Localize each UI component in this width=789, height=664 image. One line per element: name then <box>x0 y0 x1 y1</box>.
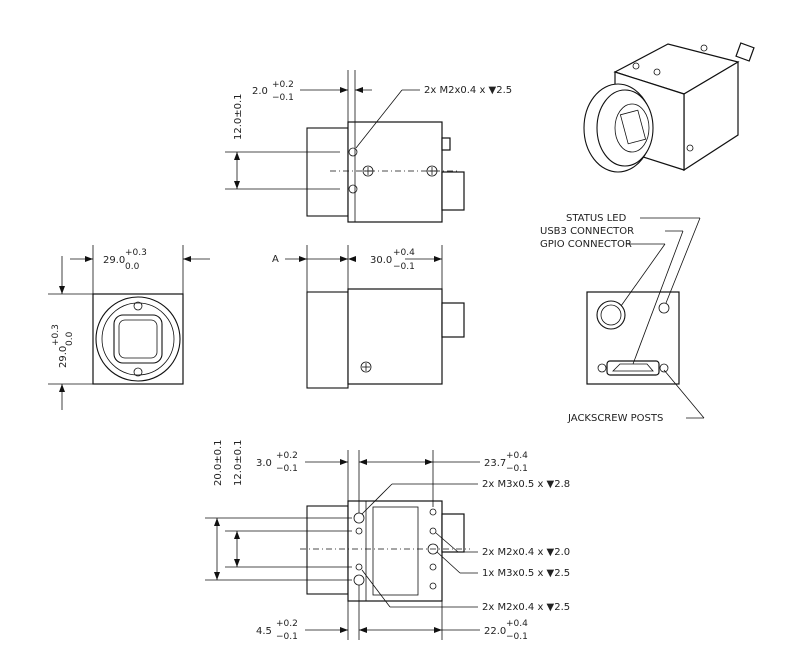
callout-m2-bottom: 2x M2x0.4 x ▼2.5 <box>482 602 570 613</box>
status-led-label: STATUS LED <box>566 213 627 224</box>
callout-m3-top: 2x M3x0.5 x ▼2.8 <box>482 479 570 490</box>
dim-width-label: 29.0 <box>103 255 125 266</box>
screw-icon <box>653 68 661 76</box>
top-view: 12.0±0.1 2.0 +0.2 −0.1 2x M2x0.4 x ▼2.5 <box>225 70 512 223</box>
gpio-connector-label: GPIO CONNECTOR <box>540 239 632 250</box>
dim-height-label: 12.0±0.1 <box>233 93 244 140</box>
front-view: 29.0 +0.3 0.0 29.0 +0.3 0.0 <box>48 245 210 410</box>
screw-icon <box>686 144 694 152</box>
bottom-view-body <box>347 500 443 602</box>
svg-text:+0.2: +0.2 <box>272 80 294 90</box>
usb3-connector-label: USB3 CONNECTOR <box>540 226 634 237</box>
svg-text:+0.3: +0.3 <box>51 324 61 346</box>
bottom-view-connector <box>441 513 465 553</box>
jackscrew-posts-label: JACKSCREW POSTS <box>567 413 663 424</box>
svg-text:0.0: 0.0 <box>65 331 75 346</box>
dim-rear-bottom-label: 22.0 <box>484 626 506 637</box>
top-view-lens <box>306 127 349 217</box>
screw-icon <box>133 301 143 311</box>
side-view-connector <box>441 302 465 338</box>
status-led-icon <box>658 302 670 314</box>
dim-height-label: 29.0 <box>58 346 69 368</box>
dim-offset-label: 2.0 <box>252 86 268 97</box>
top-view-connector-top <box>441 137 451 151</box>
jackscrew-post-icon <box>597 363 607 373</box>
svg-text:−0.1: −0.1 <box>276 464 298 474</box>
svg-text:−0.1: −0.1 <box>276 632 298 642</box>
screw-icon <box>355 527 363 535</box>
side-view: A 30.0 +0.4 −0.1 <box>272 245 465 389</box>
svg-text:0.0: 0.0 <box>125 262 140 272</box>
top-view-connector <box>441 171 465 211</box>
callout-m3-rear: 1x M3x0.5 x ▼2.5 <box>482 568 570 579</box>
dim-rear-top-label: 23.7 <box>484 458 506 469</box>
screw-icon <box>429 563 437 571</box>
screw-icon <box>429 527 437 535</box>
screw-icon <box>429 582 437 590</box>
screw-icon <box>427 543 439 555</box>
screw-icon <box>360 361 372 373</box>
isometric-view <box>583 42 755 173</box>
svg-text:+0.2: +0.2 <box>276 619 298 629</box>
svg-text:−0.1: −0.1 <box>393 262 415 272</box>
dim-length-label: 30.0 <box>370 255 392 266</box>
svg-text:+0.2: +0.2 <box>276 451 298 461</box>
side-view-lens <box>306 291 349 389</box>
svg-text:−0.1: −0.1 <box>506 632 528 642</box>
bottom-view-lens <box>306 505 349 595</box>
dim-front-label: 3.0 <box>256 458 272 469</box>
screw-icon <box>348 184 358 194</box>
screw-icon <box>700 44 708 52</box>
svg-text:+0.4: +0.4 <box>393 248 415 258</box>
screw-icon <box>133 367 143 377</box>
screw-icon <box>632 62 640 70</box>
svg-text:−0.1: −0.1 <box>272 93 294 103</box>
screw-icon <box>348 147 358 157</box>
svg-text:−0.1: −0.1 <box>506 464 528 474</box>
screw-icon <box>429 508 437 516</box>
jackscrew-post-icon <box>659 363 669 373</box>
top-view-body <box>347 121 443 223</box>
datum-label: A <box>272 254 279 265</box>
dim-front-bottom-label: 4.5 <box>256 626 272 637</box>
screw-icon <box>355 563 363 571</box>
side-view-body <box>347 288 443 385</box>
bottom-view: 20.0±0.1 12.0±0.1 3.0 +0.2 −0.1 23.7 +0.… <box>205 439 570 642</box>
rear-view: STATUS LED USB3 CONNECTOR GPIO CONNECTOR… <box>540 213 705 424</box>
callout-m2-rear: 2x M2x0.4 x ▼2.0 <box>482 547 570 558</box>
callout-holes: 2x M2x0.4 x ▼2.5 <box>424 85 512 96</box>
svg-text:+0.4: +0.4 <box>506 619 528 629</box>
svg-text:+0.3: +0.3 <box>125 248 147 258</box>
dim-height-outer-label: 20.0±0.1 <box>213 439 224 486</box>
dim-height-inner-label: 12.0±0.1 <box>233 439 244 486</box>
svg-text:+0.4: +0.4 <box>506 451 528 461</box>
